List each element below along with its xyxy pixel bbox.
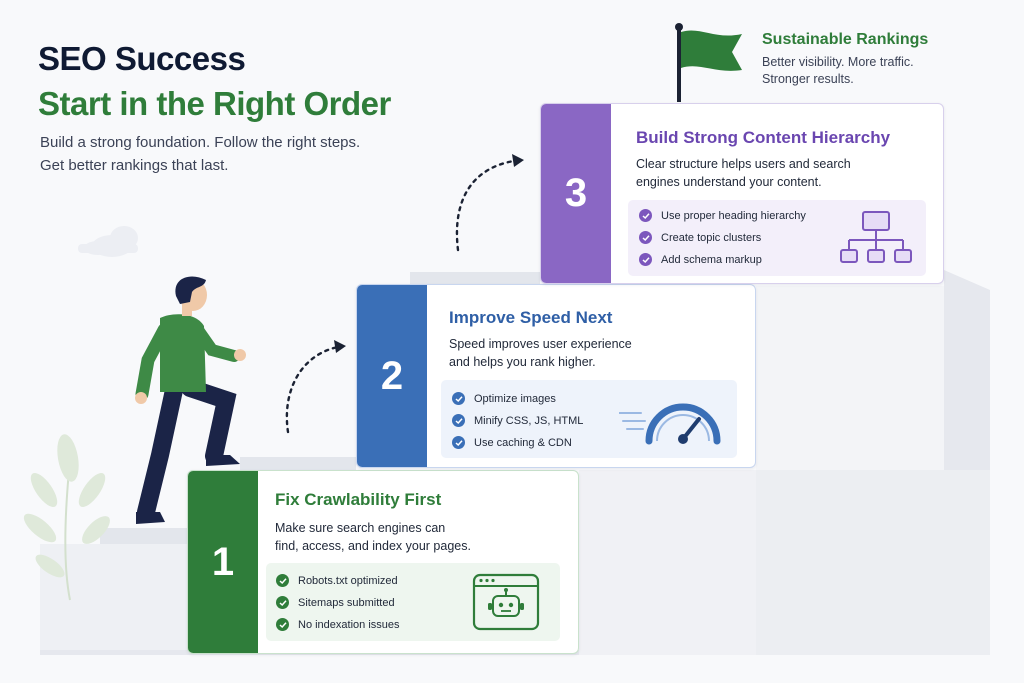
step-title: Build Strong Content Hierarchy	[636, 128, 891, 147]
sitemap-hierarchy-icon	[840, 211, 912, 263]
checklist-item: No indexation issues	[276, 618, 400, 631]
checklist-item-label: Sitemaps submitted	[298, 596, 395, 609]
page-subtitle-line: Build a strong foundation. Follow the ri…	[40, 134, 361, 151]
checklist-item-label: Use proper heading hierarchy	[661, 209, 806, 222]
checklist-item: Sitemaps submitted	[276, 596, 395, 609]
step-description-line: Speed improves user experience	[449, 337, 632, 351]
checklist	[441, 380, 737, 458]
step-card-3: 3 Build Strong Content Hierarchy Clear s…	[540, 103, 944, 284]
check-icon	[452, 436, 465, 449]
checklist-item-label: Robots.txt optimized	[298, 574, 398, 587]
step-description-line: Clear structure helps users and search	[636, 157, 851, 171]
step-card-1: 1 Fix Crawlability First Make sure searc…	[187, 470, 579, 654]
step-description: Make sure search engines can find, acces…	[275, 519, 471, 555]
goal-description-line: Better visibility. More traffic.	[762, 55, 914, 69]
flag-icon	[675, 23, 742, 102]
checklist-item: Create topic clusters	[639, 231, 761, 244]
check-icon	[276, 618, 289, 631]
checklist-item-label: Create topic clusters	[661, 231, 762, 244]
step-number: 3	[541, 104, 611, 283]
step-description-line: engines understand your content.	[636, 175, 822, 189]
goal-description-line: Stronger results.	[762, 72, 854, 86]
checklist-item: Robots.txt optimized	[276, 574, 398, 587]
speedometer-icon	[619, 403, 721, 445]
check-icon	[639, 231, 652, 244]
checklist-item-label: Add schema markup	[661, 253, 762, 266]
goal-title: Sustainable Rankings	[762, 31, 929, 48]
checklist-item: Optimize images	[452, 392, 556, 405]
plant-icon	[23, 434, 110, 601]
checklist-item: Use proper heading hierarchy	[639, 209, 806, 222]
check-icon	[452, 392, 465, 405]
step-card-2: 2 Improve Speed Next Speed improves user…	[356, 284, 756, 468]
checklist-item-label: Minify CSS, JS, HTML	[474, 414, 584, 427]
robot-browser-icon	[472, 573, 540, 631]
step-description-line: and helps you rank higher.	[449, 355, 596, 369]
step-title: Improve Speed Next	[449, 308, 613, 327]
checklist-item-label: Use caching & CDN	[474, 436, 572, 449]
check-icon	[452, 414, 465, 427]
check-icon	[276, 596, 289, 609]
step-description-line: Make sure search engines can	[275, 521, 446, 535]
page-title: SEO Success	[38, 40, 246, 77]
step-description: Clear structure helps users and search e…	[636, 155, 851, 191]
step-title: Fix Crawlability First	[275, 490, 442, 509]
page-subtitle-line: Get better rankings that last.	[40, 157, 229, 174]
checklist-item-label: No indexation issues	[298, 618, 400, 631]
checklist-item-label: Optimize images	[474, 392, 556, 405]
step-description-line: find, access, and index your pages.	[275, 539, 471, 553]
step-description: Speed improves user experience and helps…	[449, 335, 632, 371]
person-illustration	[135, 276, 246, 524]
checklist-item: Minify CSS, JS, HTML	[452, 414, 583, 427]
cloud-icon	[78, 226, 138, 257]
checklist-item: Use caching & CDN	[452, 436, 572, 449]
step-number: 1	[188, 471, 258, 653]
check-icon	[276, 574, 289, 587]
progress-arrows	[285, 159, 516, 434]
page-title-highlight: Start in the Right Order	[38, 85, 391, 122]
arrow-heads	[334, 154, 524, 353]
checklist-item: Add schema markup	[639, 253, 762, 266]
check-icon	[639, 253, 652, 266]
check-icon	[639, 209, 652, 222]
step-number: 2	[357, 285, 427, 467]
